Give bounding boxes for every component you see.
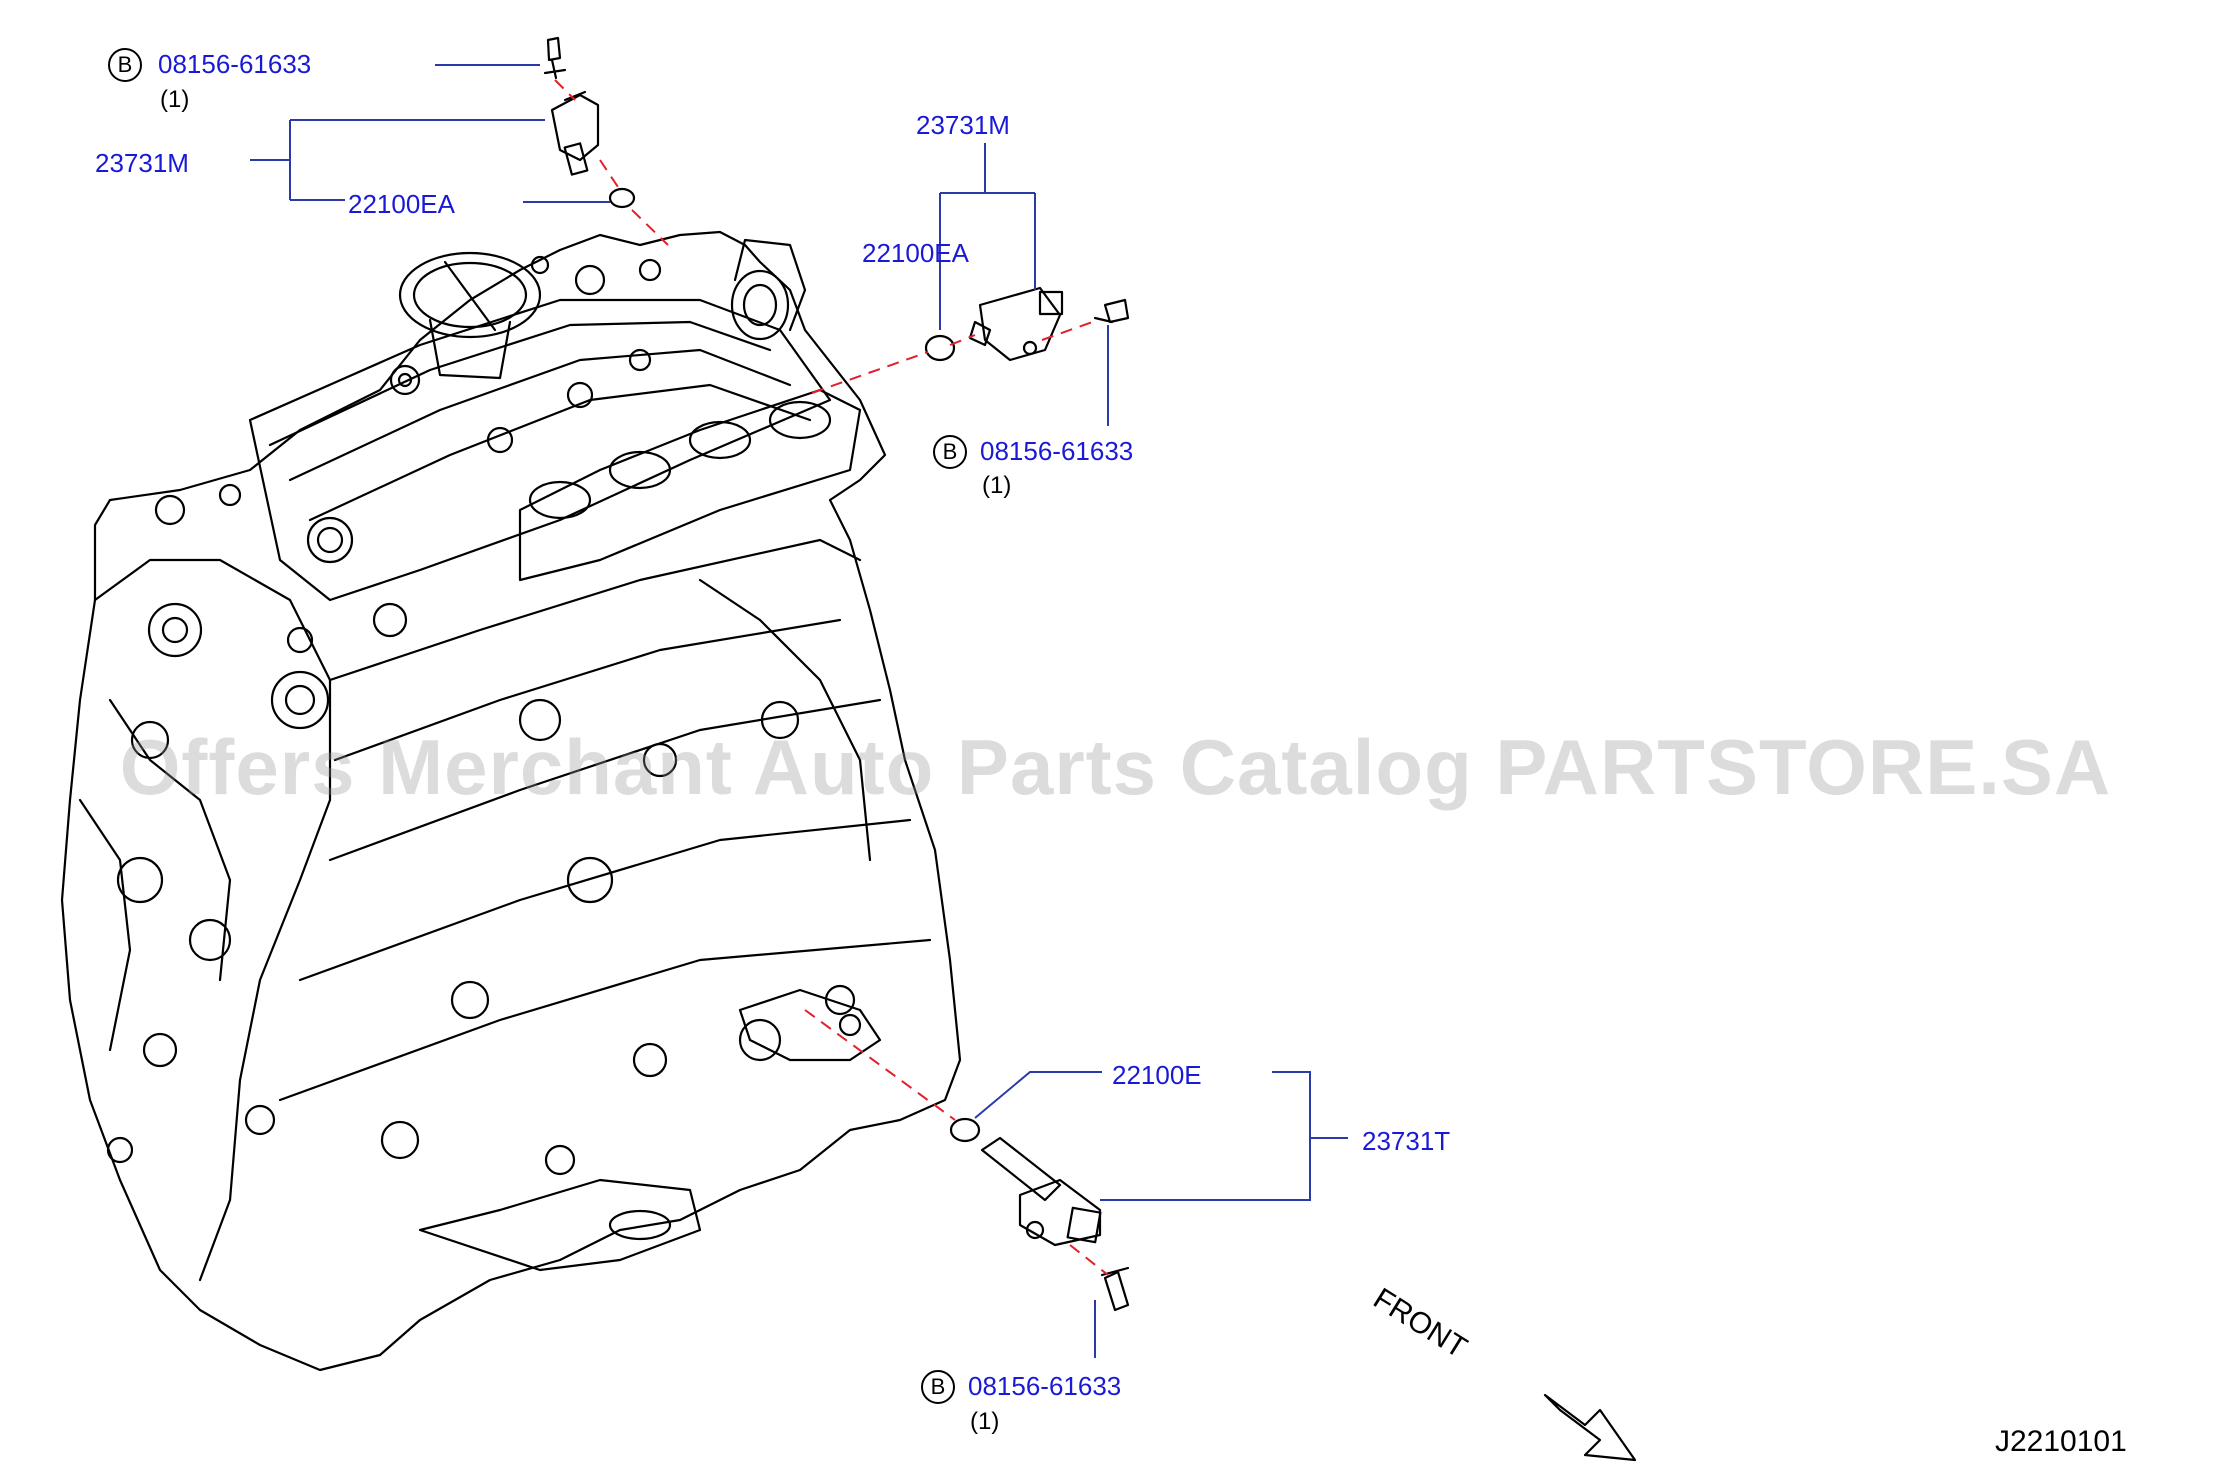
part-link-08156-61633-bottom[interactable]: 08156-61633 bbox=[968, 1371, 1122, 1401]
engine-outline bbox=[60, 230, 962, 1372]
align-line-right bbox=[811, 319, 1099, 394]
bolt-badge-top-left: B bbox=[108, 48, 142, 82]
align-line-bottom bbox=[804, 1009, 1109, 1276]
part-link-22100EA-right[interactable]: 22100EA bbox=[862, 238, 969, 268]
part-link-22100E[interactable]: 22100E bbox=[1112, 1060, 1202, 1090]
diagram-id: J2210101 bbox=[1995, 1425, 2127, 1458]
sensor-23731M-right-drawing bbox=[924, 286, 1130, 362]
bolt-qty-bottom: (1) bbox=[970, 1408, 1000, 1435]
part-link-23731T[interactable]: 23731T bbox=[1362, 1126, 1451, 1156]
bolt-qty-top-left: (1) bbox=[160, 86, 190, 113]
sensor-23731M-left-drawing bbox=[543, 36, 636, 209]
part-link-08156-61633-top-right[interactable]: 08156-61633 bbox=[980, 436, 1134, 466]
front-arrow-icon bbox=[1543, 1393, 1637, 1462]
sensor-23731T-drawing bbox=[949, 1117, 1130, 1312]
bolt-badge-bottom: B bbox=[921, 1370, 955, 1404]
part-link-23731M-right[interactable]: 23731M bbox=[916, 110, 1010, 140]
part-link-08156-61633-top-left[interactable]: 08156-61633 bbox=[158, 49, 312, 79]
part-link-22100EA-left[interactable]: 22100EA bbox=[348, 189, 455, 219]
align-line-left bbox=[554, 79, 669, 246]
bolt-qty-top-right: (1) bbox=[982, 472, 1012, 499]
bolt-badge-top-right: B bbox=[933, 435, 967, 469]
part-link-23731M-left[interactable]: 23731M bbox=[95, 148, 189, 178]
